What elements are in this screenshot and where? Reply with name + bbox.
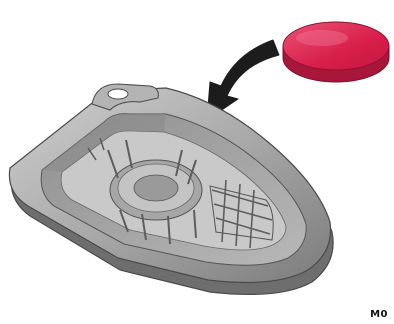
key-fob-housing-icon xyxy=(9,84,333,294)
figure-code: M0 xyxy=(370,309,388,320)
coin-battery-icon xyxy=(283,22,389,82)
